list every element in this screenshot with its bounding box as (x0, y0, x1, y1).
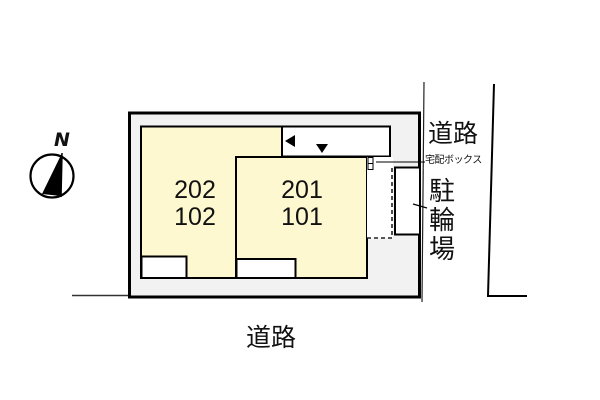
unit-block-201-101 (235, 156, 368, 279)
entrance-arrow-down-icon (316, 144, 328, 153)
unit-102-label: 102 (174, 203, 216, 231)
unit-201-label: 201 (281, 176, 323, 204)
road-edge-outer-right (486, 83, 527, 297)
delivery-box-1 (367, 157, 374, 164)
bike-parking-leader (412, 203, 428, 209)
bike-parking-area (394, 166, 421, 236)
delivery-box-label: 宅配ボックス (425, 155, 482, 166)
unit-101-label: 101 (281, 203, 323, 231)
bike-parking-label: 駐 輪 場 (429, 178, 455, 265)
unit-202-label: 202 (174, 176, 216, 204)
dashed-area-fill (367, 157, 393, 238)
north-arrow-icon (29, 152, 75, 199)
dashed-area-outline (367, 168, 393, 239)
bike-parking-char-3: 場 (429, 235, 456, 265)
entrance-arrow-left-icon (285, 135, 295, 147)
delivery-box-2 (367, 163, 374, 170)
bike-parking-char-2: 輪 (429, 206, 456, 236)
porch-west (140, 255, 188, 279)
road-edge-inner-right (421, 81, 425, 303)
compass-north-label: N (54, 129, 70, 151)
road-label-south: 道路 (246, 323, 297, 352)
bike-parking-char-1: 駐 (429, 177, 456, 207)
porch-east (235, 258, 297, 279)
road-label-east: 道路 (428, 119, 479, 148)
passage-strip (281, 125, 391, 158)
